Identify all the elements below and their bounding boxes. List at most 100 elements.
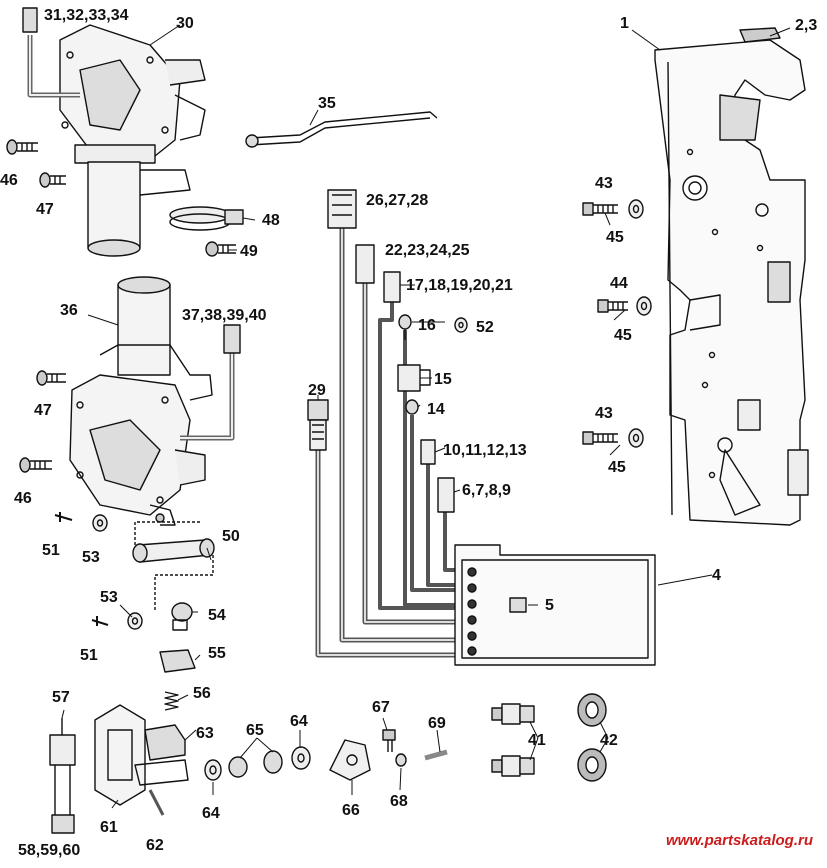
pin-51-lower xyxy=(91,616,109,626)
wire-harness-37 xyxy=(180,324,241,441)
callout-16: 16 xyxy=(418,317,436,334)
callout-62: 62 xyxy=(146,837,164,854)
callout-22-25: 22,23,24,25 xyxy=(385,242,470,259)
fitting-41-upper xyxy=(491,703,535,725)
control-box-4 xyxy=(454,544,656,666)
link-50 xyxy=(132,521,215,610)
plate-61 xyxy=(94,704,146,806)
callout-15: 15 xyxy=(434,371,452,388)
callout-30: 30 xyxy=(176,15,194,32)
callout-64-right: 64 xyxy=(290,713,308,730)
bushing-65-right xyxy=(263,750,283,774)
callout-45-lower: 45 xyxy=(608,459,626,476)
callout-64-left: 64 xyxy=(202,805,220,822)
callout-35: 35 xyxy=(318,95,336,112)
callout-47-lower: 47 xyxy=(34,402,52,419)
callout-52: 52 xyxy=(476,319,494,336)
washer-45-upper xyxy=(628,199,644,219)
callout-29: 29 xyxy=(308,382,326,399)
fitting-41-lower xyxy=(491,755,535,777)
pin-51-upper xyxy=(54,512,73,522)
callout-31-34: 31,32,33,34 xyxy=(44,7,129,24)
screw-49 xyxy=(205,241,236,257)
callout-46-lower: 46 xyxy=(14,490,32,507)
callout-51-upper: 51 xyxy=(42,542,60,559)
clamp-48 xyxy=(169,206,244,231)
bracket-66 xyxy=(329,739,371,781)
motor-gearbox-30 xyxy=(59,24,206,257)
switch-57 xyxy=(49,718,76,834)
callout-6-9: 6,7,8,9 xyxy=(462,482,511,499)
callout-49: 49 xyxy=(240,243,258,260)
watermark-text: www.partskatalog.ru xyxy=(666,832,813,849)
callout-65: 65 xyxy=(246,722,264,739)
screw-47-upper xyxy=(39,172,66,188)
callout-53-lower: 53 xyxy=(100,589,118,606)
callout-5: 5 xyxy=(545,597,554,614)
connector-29 xyxy=(307,399,329,451)
washer-64-left xyxy=(204,759,222,781)
bolt-44 xyxy=(597,299,628,313)
washer-45-middle xyxy=(636,296,652,316)
terminal-14 xyxy=(405,399,419,415)
bushing-65-left xyxy=(228,756,248,778)
wire-harness-group xyxy=(315,225,475,658)
wire-harness-31 xyxy=(22,7,80,98)
callout-45-upper: 45 xyxy=(606,229,624,246)
callout-42: 42 xyxy=(600,732,618,749)
washer-53-upper xyxy=(92,514,108,532)
screw-46-upper xyxy=(6,139,38,155)
spring-56 xyxy=(164,691,179,711)
terminal-16 xyxy=(398,314,412,340)
callout-67: 67 xyxy=(372,699,390,716)
callout-1: 1 xyxy=(620,15,629,32)
clip-5 xyxy=(509,597,527,613)
rod-62 xyxy=(148,789,165,816)
grommet-42-lower xyxy=(577,748,607,782)
screw-47-lower xyxy=(36,370,66,386)
bushing-54 xyxy=(171,602,193,631)
callout-66: 66 xyxy=(342,802,360,819)
callout-57: 57 xyxy=(52,689,70,706)
leader-lines xyxy=(61,24,791,809)
callout-48: 48 xyxy=(262,212,280,229)
callout-4: 4 xyxy=(712,567,721,584)
callout-50: 50 xyxy=(222,528,240,545)
bolt-43-lower xyxy=(582,431,618,445)
callout-2-3: 2,3 xyxy=(795,17,817,34)
callout-47-upper: 47 xyxy=(36,201,54,218)
connector-17 xyxy=(383,271,401,303)
callout-10-13: 10,11,12,13 xyxy=(443,442,527,459)
washer-45-lower xyxy=(628,428,644,448)
callout-63: 63 xyxy=(196,725,214,742)
connector-10 xyxy=(420,439,436,465)
callout-36: 36 xyxy=(60,302,78,319)
bolt-43-upper xyxy=(582,202,618,216)
callout-26-28: 26,27,28 xyxy=(366,192,428,209)
connector-26 xyxy=(327,189,357,229)
callout-labels: 1 2,3 4 5 6,7,8,9 10,11,12,13 14 15 16 1… xyxy=(0,7,817,859)
callout-56: 56 xyxy=(193,685,211,702)
link-rod-35 xyxy=(245,111,438,148)
callout-17-21: 17,18,19,20,21 xyxy=(406,277,513,294)
callout-37-40: 37,38,39,40 xyxy=(182,307,267,324)
callout-44: 44 xyxy=(610,275,628,292)
block-55 xyxy=(159,649,196,673)
callout-69: 69 xyxy=(428,715,446,732)
fitting-69 xyxy=(424,749,448,761)
connector-22 xyxy=(355,244,375,284)
grommet-42-upper xyxy=(577,693,607,727)
callout-41: 41 xyxy=(528,732,546,749)
callout-46-upper: 46 xyxy=(0,172,18,189)
washer-52 xyxy=(454,317,468,333)
screw-46-lower xyxy=(19,457,52,473)
callout-43-lower: 43 xyxy=(595,405,613,422)
callout-54: 54 xyxy=(208,607,226,624)
callout-53-upper: 53 xyxy=(82,549,100,566)
callout-61: 61 xyxy=(100,819,118,836)
callout-51-lower: 51 xyxy=(80,647,98,664)
callout-55: 55 xyxy=(208,645,226,662)
bracket-plate xyxy=(654,27,809,526)
